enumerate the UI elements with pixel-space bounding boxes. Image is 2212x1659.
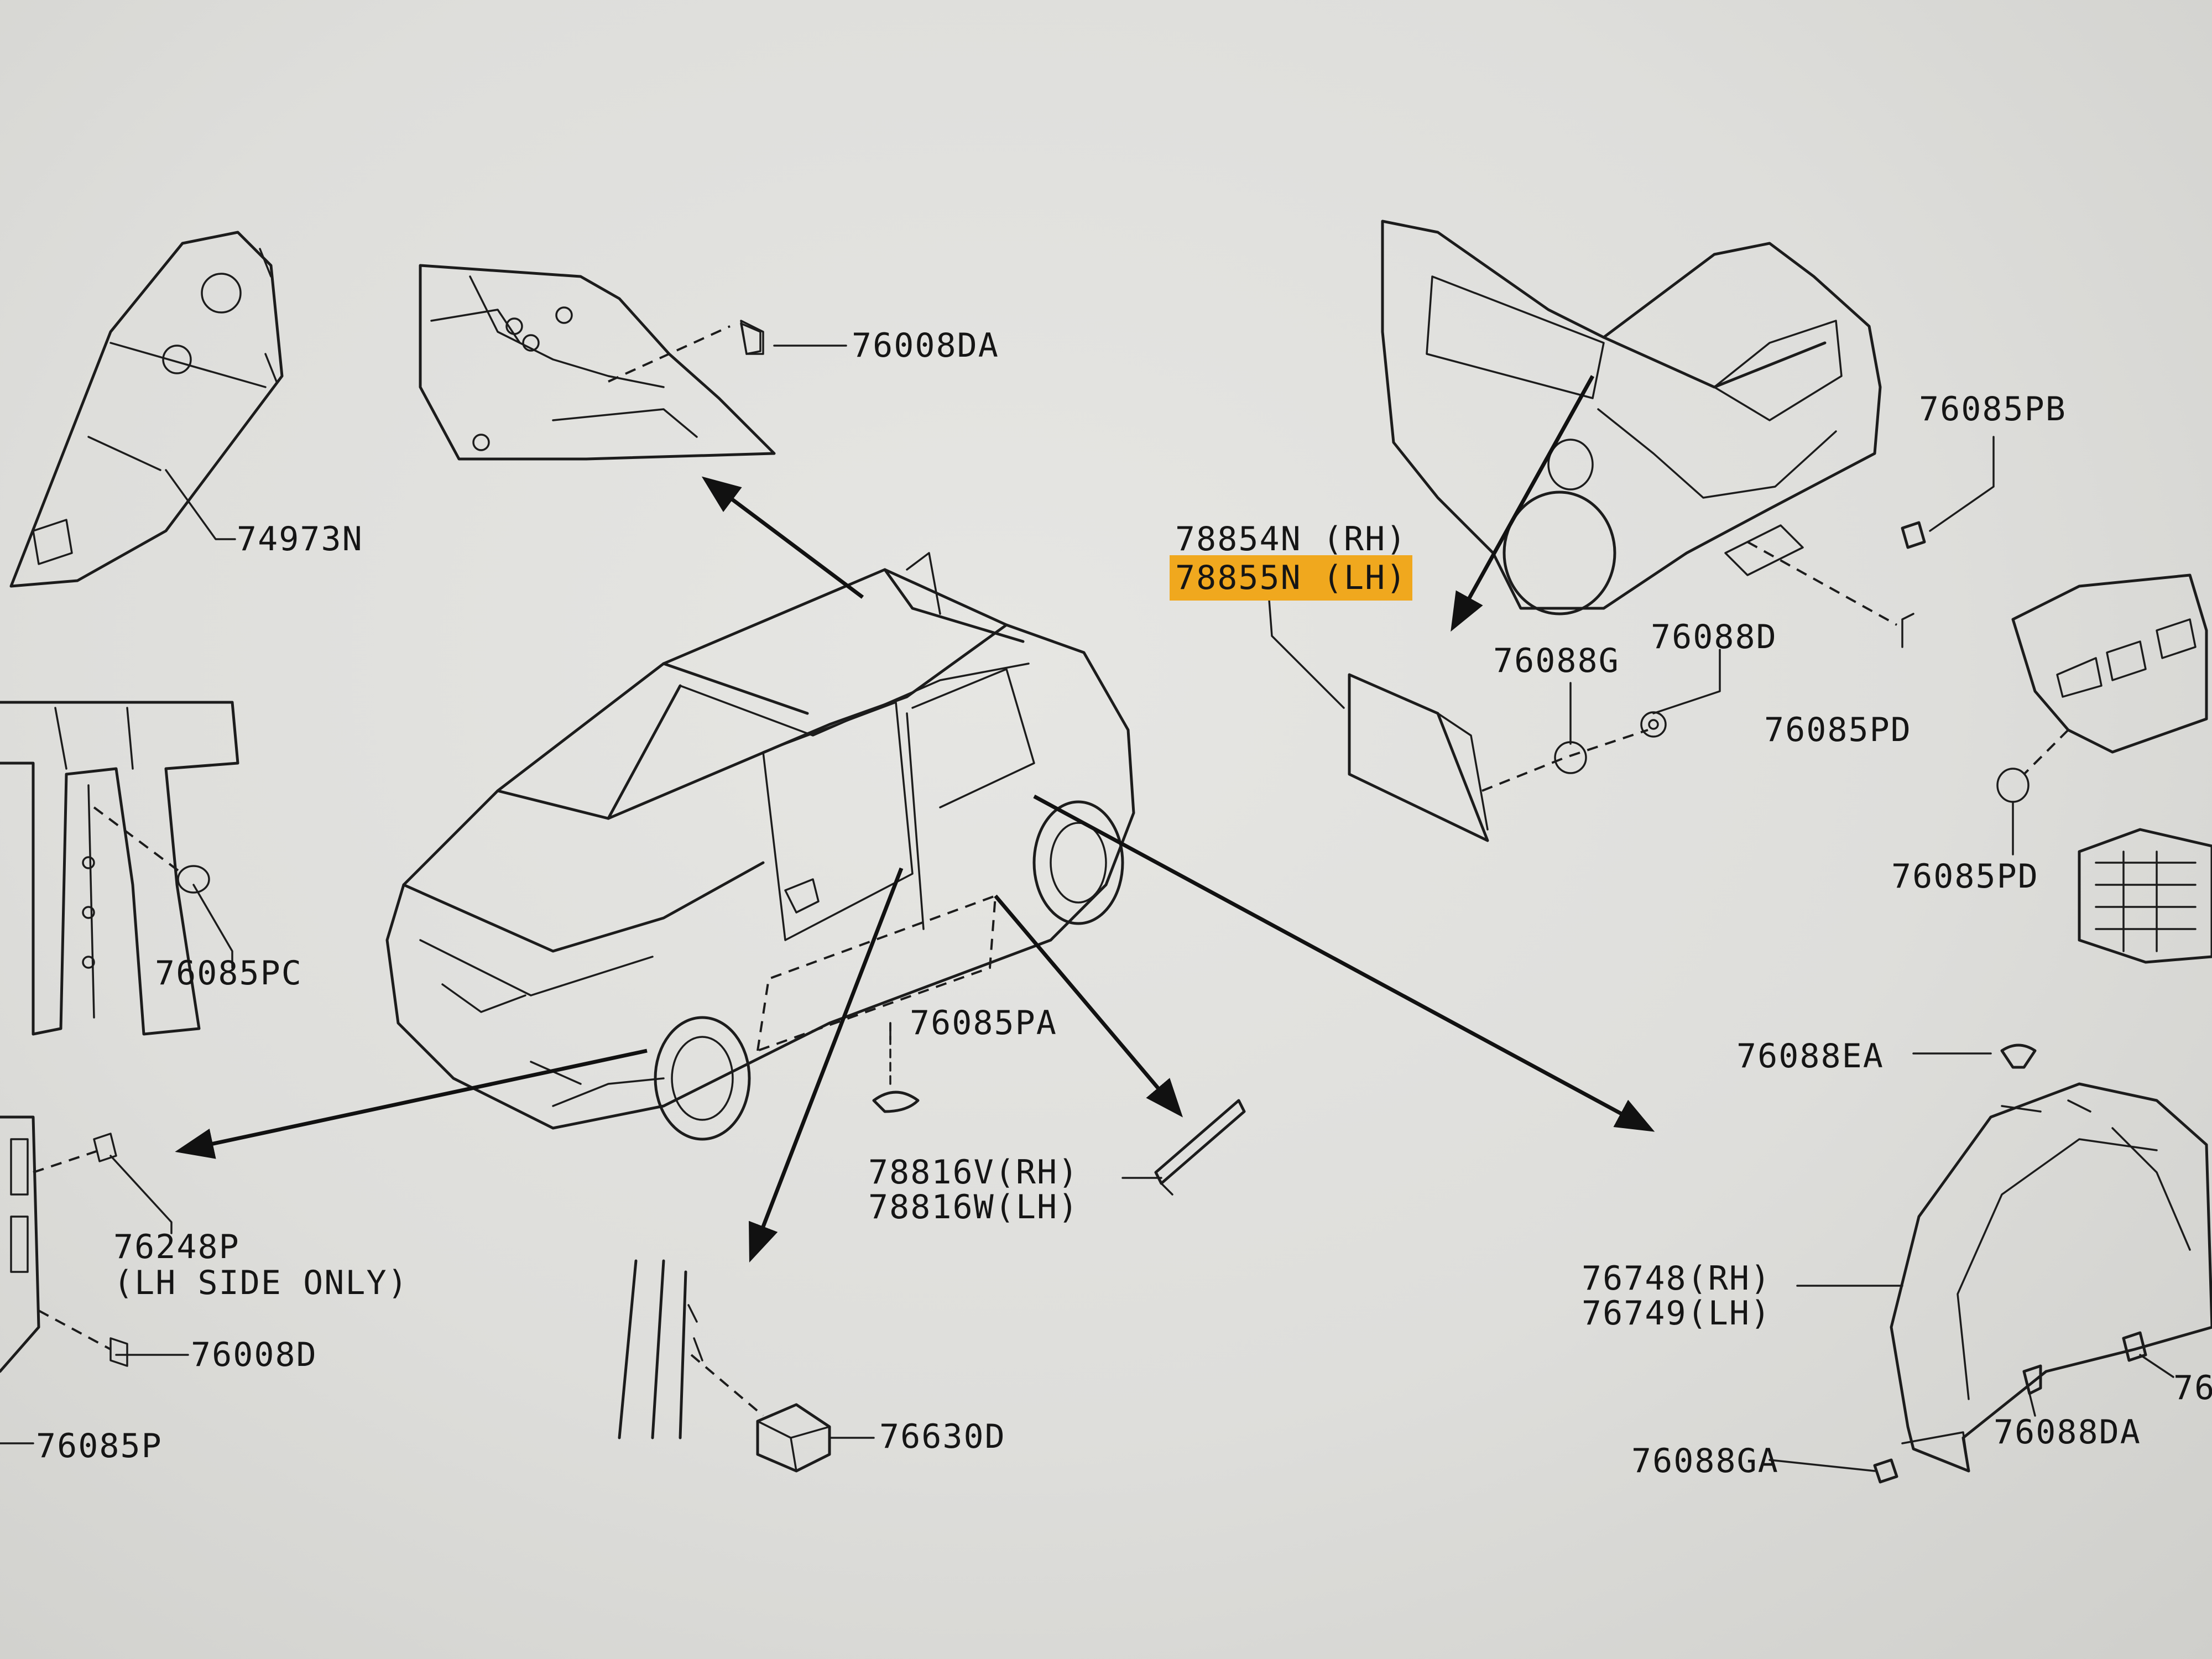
callout-arrows <box>175 375 1655 1263</box>
quarter-panel-part <box>9 231 284 588</box>
label-76085PC: 76085PC <box>155 954 302 993</box>
label-76088D: 76088D <box>1651 618 1777 656</box>
highlighted-part-number: 78855N (LH) <box>1170 555 1413 601</box>
label-cut-right: 76 <box>2173 1369 2212 1407</box>
label-76088EA: 76088EA <box>1736 1037 1884 1076</box>
label-74973N: 74973N <box>237 520 363 559</box>
label-76085PD-b: 76085PD <box>1891 857 2039 896</box>
label-76008D: 76008D <box>191 1335 317 1374</box>
label-76630D: 76630D <box>879 1417 1006 1456</box>
leader-lines <box>0 345 2174 1472</box>
label-76248P: 76248P <box>113 1228 240 1266</box>
sill-moulding-part <box>1154 1099 1246 1196</box>
label-78854N: 78854N (RH) <box>1175 520 1407 559</box>
main-vehicle <box>385 552 1135 1141</box>
label-76085PB: 76085PB <box>1919 390 2067 429</box>
rear-pillar-part <box>419 264 776 461</box>
label-76248P-note: (LH SIDE ONLY) <box>113 1264 409 1302</box>
label-76088DA-bottom: 76088DA <box>1994 1413 2141 1452</box>
label-76088G: 76088G <box>1493 641 1620 680</box>
label-78816V: 78816V(RH) <box>868 1153 1079 1192</box>
label-76085P: 76085P <box>36 1427 163 1465</box>
b-pillar-part <box>0 701 239 1036</box>
label-76008DA-top: 76008DA <box>852 326 999 365</box>
label-76085PD-a: 76085PD <box>1764 711 1912 749</box>
fender-protector-part <box>1890 1082 2212 1473</box>
front-bracket-part <box>0 1115 128 1373</box>
label-76088GA: 76088GA <box>1631 1442 1779 1480</box>
label-76749: 76749(LH) <box>1582 1294 1772 1333</box>
label-76748: 76748(RH) <box>1582 1259 1772 1298</box>
fasteners <box>740 322 2147 1484</box>
label-78816W: 78816W(LH) <box>868 1188 1079 1227</box>
label-76085PA: 76085PA <box>910 1004 1057 1042</box>
fuel-lid-part <box>1348 673 1667 842</box>
lower-pillar-part <box>618 1259 831 1473</box>
ventilator-part <box>1996 573 2212 964</box>
label-78855N: 78855N (LH) <box>1170 555 1413 601</box>
rear-vehicle-view <box>1381 220 1897 626</box>
